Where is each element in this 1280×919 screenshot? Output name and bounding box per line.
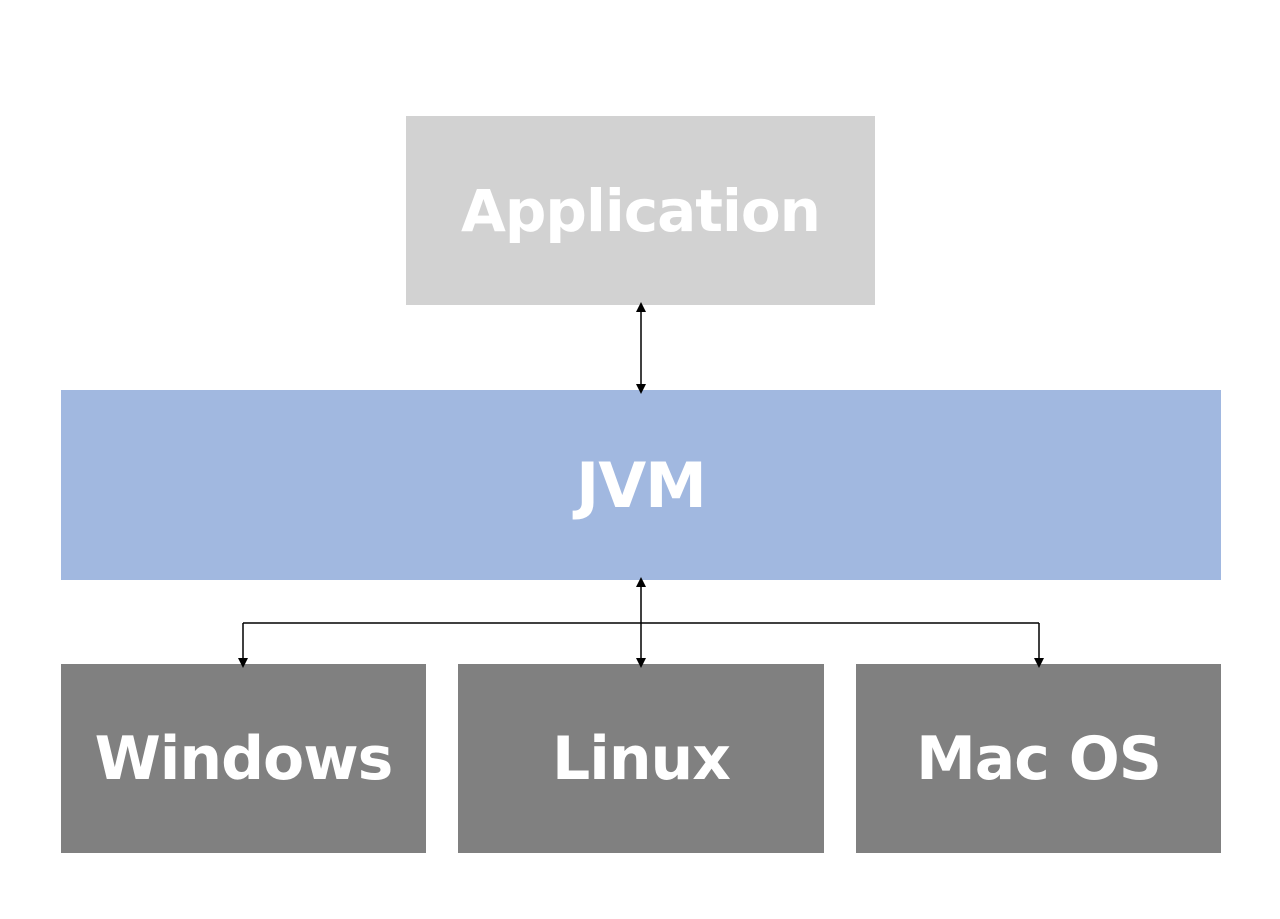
- jvm-label: JVM: [576, 448, 707, 522]
- linux-box: Linux: [458, 664, 824, 853]
- application-label: Application: [461, 176, 821, 245]
- windows-label: Windows: [94, 723, 394, 794]
- linux-label: Linux: [552, 723, 731, 794]
- windows-box: Windows: [61, 664, 426, 853]
- macos-label: Mac OS: [916, 723, 1162, 794]
- macos-box: Mac OS: [856, 664, 1221, 853]
- application-box: Application: [406, 116, 875, 305]
- jvm-box: JVM: [61, 390, 1221, 580]
